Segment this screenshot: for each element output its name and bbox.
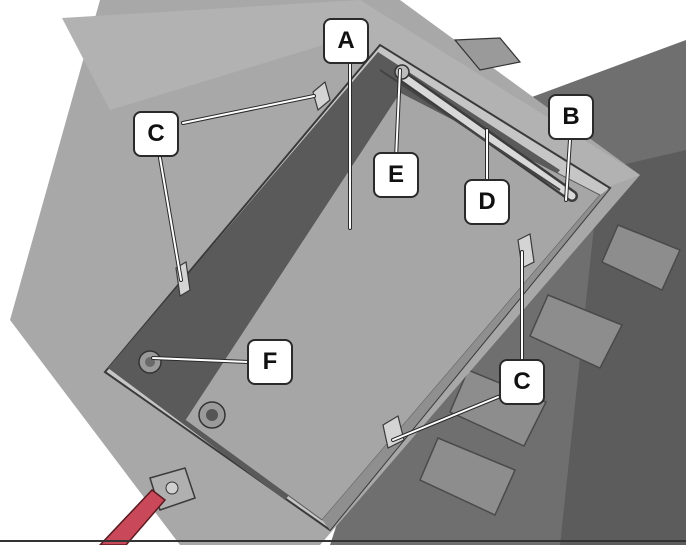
callout-e: E [373,152,419,198]
vat-top-band [62,0,640,190]
callout-f: F [247,339,293,385]
callout-c-left: C [133,111,179,157]
callout-d: D [464,179,510,225]
callout-c-right: C [499,359,545,405]
drain-hole-f [138,350,162,374]
leader-lines [151,58,572,442]
drain-hole-floor [198,401,226,429]
callout-a: A [323,18,369,64]
element-fitting [394,64,410,80]
cabinet-slots [419,224,682,517]
top-connector [453,37,522,71]
callout-b: B [548,94,594,140]
valve-handle [98,488,167,545]
